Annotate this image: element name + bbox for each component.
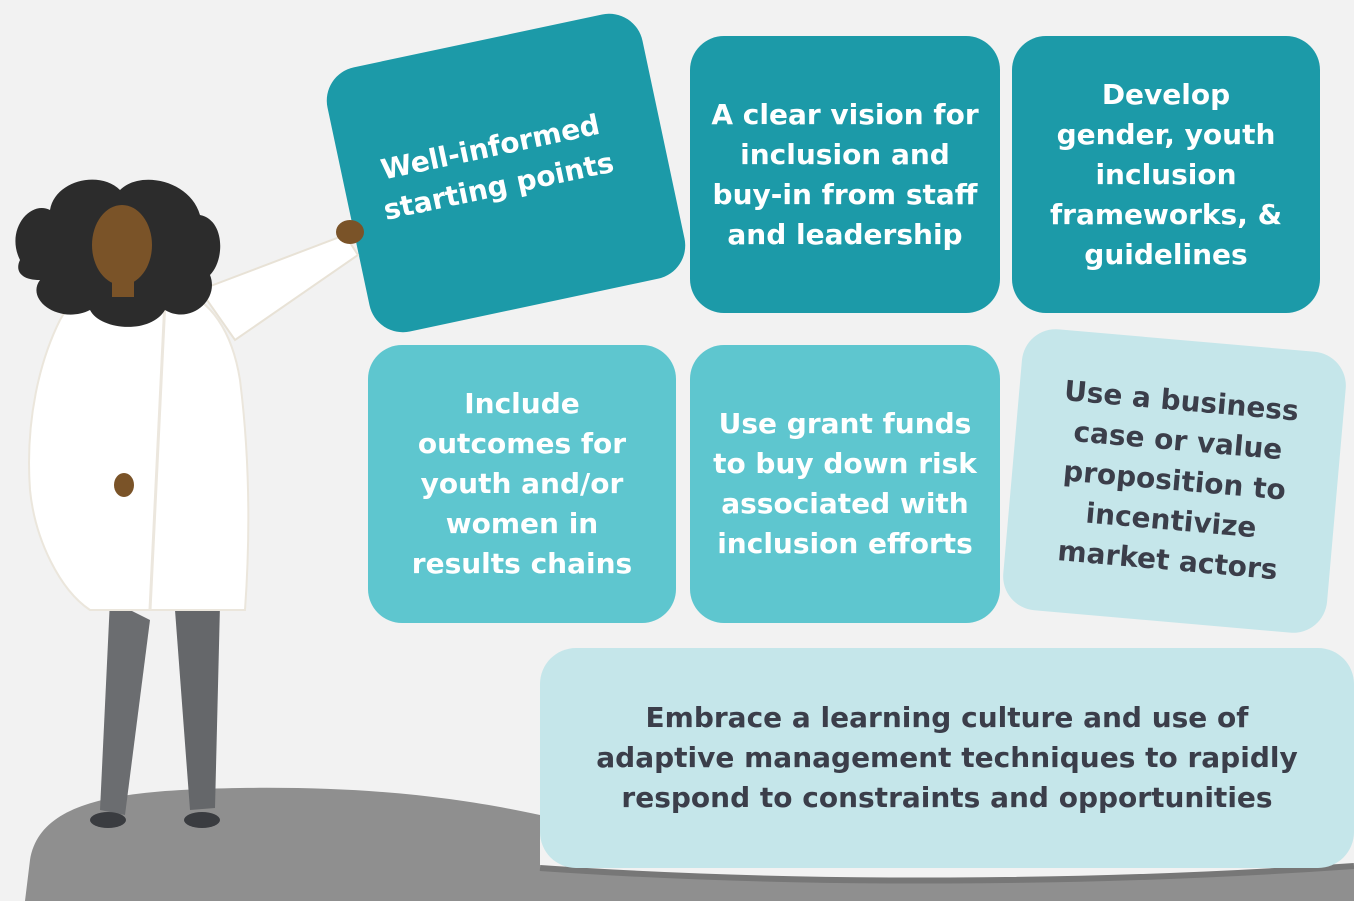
- card-business-case: Use a business case or value proposition…: [1000, 326, 1349, 636]
- card-label: Well-informed starting points: [377, 107, 617, 227]
- card-label: A clear vision for inclusion and buy-in …: [711, 97, 979, 251]
- card-label: Include outcomes for youth and/or women …: [411, 387, 633, 580]
- card-label: Embrace a learning culture and use of ad…: [596, 701, 1298, 814]
- card-develop-frameworks: Develop gender, youth inclusion framewor…: [1012, 36, 1320, 313]
- card-label: Develop gender, youth inclusion framewor…: [1049, 77, 1283, 271]
- card-grant-funds: Use grant funds to buy down risk associa…: [690, 345, 1000, 623]
- woman-in-white-coat-pointing-icon: [15, 179, 364, 828]
- card-label: Use a business case or value proposition…: [1056, 374, 1301, 587]
- card-clear-vision: A clear vision for inclusion and buy-in …: [690, 36, 1000, 313]
- card-label: Use grant funds to buy down risk associa…: [713, 407, 977, 560]
- card-include-outcomes: Include outcomes for youth and/or women …: [368, 345, 676, 623]
- card-learning-culture: Embrace a learning culture and use of ad…: [540, 648, 1354, 868]
